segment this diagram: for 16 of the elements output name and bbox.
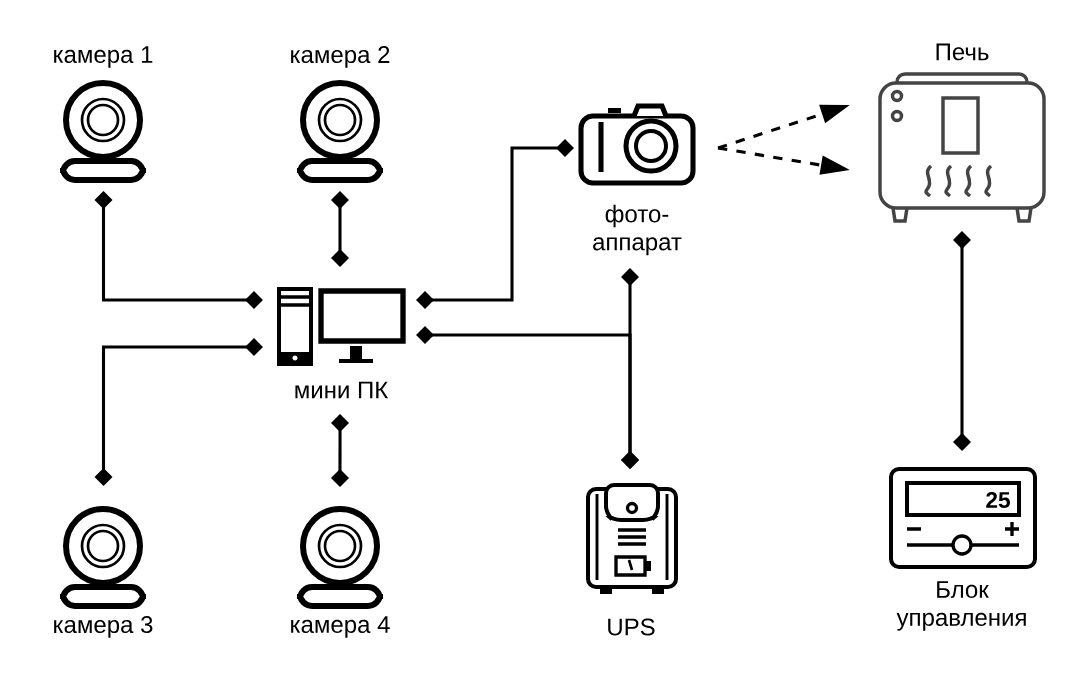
device-label: фото- аппарат (593, 204, 682, 256)
device-label: камера 1 (54, 46, 153, 68)
connector-line (953, 231, 971, 451)
connector-line (94, 191, 263, 309)
connector-line (621, 268, 639, 469)
device-label: камера 4 (291, 616, 390, 638)
device-label: Блок управления (896, 581, 1026, 631)
device-label: камера 2 (291, 46, 390, 68)
device-label: мини ПК (295, 381, 389, 399)
device-label: UPS (608, 618, 655, 636)
display-reading: 25 (986, 491, 1010, 509)
connector-line (331, 414, 349, 487)
connector-line (331, 191, 349, 267)
device-label: камера 3 (54, 616, 153, 638)
connector-line (416, 139, 574, 309)
device-label: Печь (936, 43, 989, 61)
